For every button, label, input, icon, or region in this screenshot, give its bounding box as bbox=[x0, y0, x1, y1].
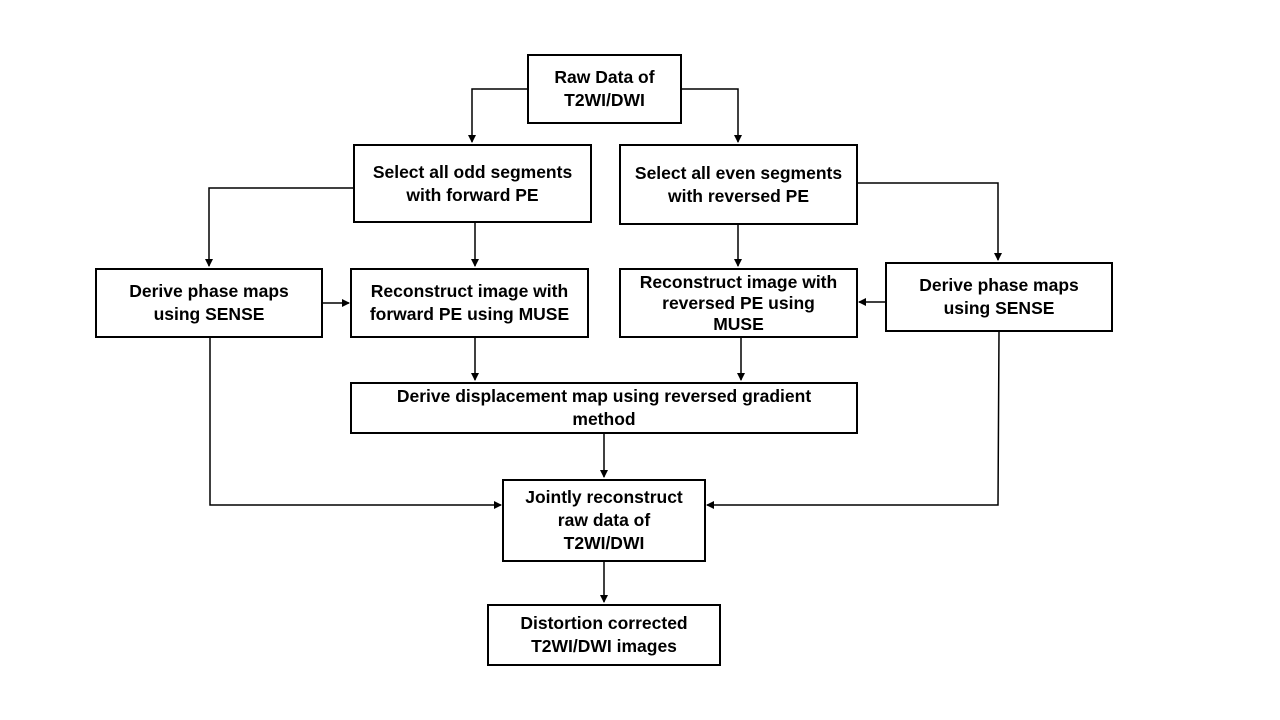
node-text-line: T2WI/DWI bbox=[564, 90, 645, 110]
node-text-line: Select all even segments bbox=[634, 162, 843, 183]
node-text-line: Derive phase maps bbox=[129, 281, 289, 301]
jointly-reconstruct-node: Jointly reconstruct raw data of T2WI/DWI bbox=[502, 479, 706, 562]
node-text-line: Raw Data of bbox=[554, 67, 655, 87]
derive-phase-maps-left-node: Derive phase maps using SENSE bbox=[95, 268, 323, 338]
node-text-line: Select all odd segments bbox=[372, 161, 573, 182]
node-text-line: Derive displacement map using reversed g… bbox=[396, 386, 812, 406]
arrow-raw-to-even bbox=[681, 88, 742, 143]
node-text-line: using SENSE bbox=[153, 304, 265, 324]
node-text-line: Jointly reconstruct bbox=[525, 487, 683, 507]
reconstruct-reversed-node: Reconstruct image with reversed PE using… bbox=[619, 268, 858, 338]
node-text-line: Derive phase maps bbox=[919, 275, 1079, 295]
select-odd-segments-node: Select all odd segments with forward PE bbox=[353, 144, 592, 223]
arrow-phase-left-to-joint bbox=[209, 338, 502, 509]
derive-displacement-map-node: Derive displacement map using reversed g… bbox=[350, 382, 858, 434]
distortion-corrected-node: Distortion corrected T2WI/DWI images bbox=[487, 604, 721, 666]
node-text-line: Reconstruct image with bbox=[370, 281, 569, 301]
node-text-line: Distortion corrected bbox=[520, 613, 688, 633]
node-text-line: raw data of bbox=[557, 510, 651, 530]
node-text-line: using SENSE bbox=[943, 298, 1055, 318]
arrow-phase-right-to-joint bbox=[706, 331, 1000, 509]
arrow-raw-to-odd bbox=[468, 88, 527, 143]
node-text-line: with reversed PE bbox=[667, 185, 810, 206]
node-text-line: method bbox=[572, 409, 636, 429]
raw-data-node: Raw Data of T2WI/DWI bbox=[527, 54, 682, 124]
node-text-line: Reconstruct image with bbox=[639, 271, 838, 292]
select-even-segments-node: Select all even segments with reversed P… bbox=[619, 144, 858, 225]
arrow-even-to-phase-right bbox=[857, 182, 1002, 261]
reconstruct-forward-node: Reconstruct image with forward PE using … bbox=[350, 268, 589, 338]
arrow-odd-to-phase-left bbox=[205, 187, 353, 267]
node-text-line: MUSE bbox=[713, 313, 764, 334]
node-text-line: forward PE using MUSE bbox=[369, 304, 570, 324]
node-text-line: T2WI/DWI bbox=[563, 533, 645, 553]
node-text-line: T2WI/DWI images bbox=[531, 636, 677, 656]
node-text-line: with forward PE bbox=[406, 184, 539, 205]
derive-phase-maps-right-node: Derive phase maps using SENSE bbox=[885, 262, 1113, 332]
node-text-line: reversed PE using bbox=[662, 292, 815, 313]
